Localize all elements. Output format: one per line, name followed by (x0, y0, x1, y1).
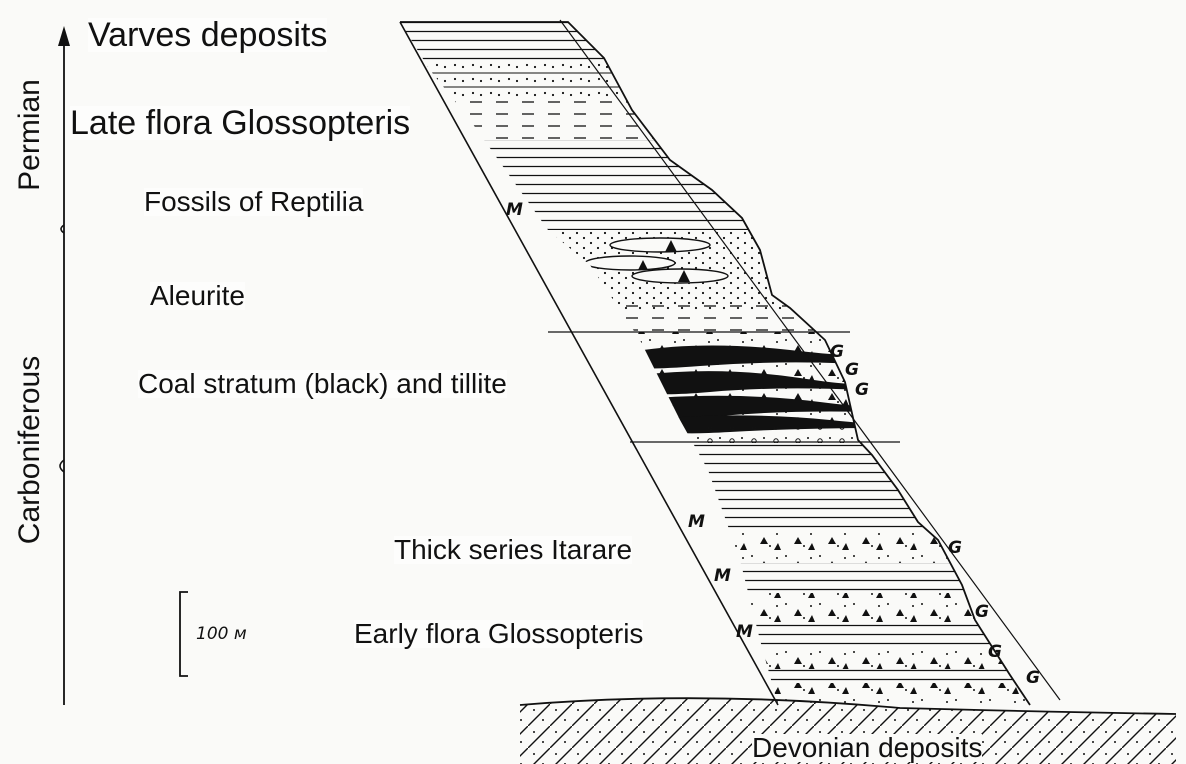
marker-g: G (1026, 670, 1040, 687)
label-aleurite: Aleurite (150, 282, 245, 310)
label-varves-deposits: Varves deposits (88, 18, 327, 52)
marker-m: M (688, 514, 705, 531)
marker-g: G (988, 644, 1002, 661)
marker-m: M (714, 568, 731, 585)
marker-g: G (948, 540, 962, 557)
scale-bar-label: 100 м (196, 624, 247, 644)
marker-g: G (975, 604, 989, 621)
marker-g: G (855, 382, 869, 399)
label-devonian: Devonian deposits (752, 734, 982, 762)
label-early-flora: Early flora Glossopteris (354, 620, 643, 648)
label-fossils-reptilia: Fossils of Reptilia (144, 188, 363, 216)
period-carboniferous: Carboniferous (15, 355, 45, 545)
marker-g: G (845, 362, 859, 379)
marker-m: M (736, 624, 753, 641)
label-late-flora: Late flora Glossopteris (70, 106, 410, 140)
marker-g: G (830, 344, 844, 361)
marker-m: M (506, 202, 523, 219)
period-permian: Permian (15, 75, 45, 195)
label-coal-stratum: Coal stratum (black) and tillite (138, 370, 507, 398)
label-itarare: Thick series Itarare (394, 536, 632, 564)
